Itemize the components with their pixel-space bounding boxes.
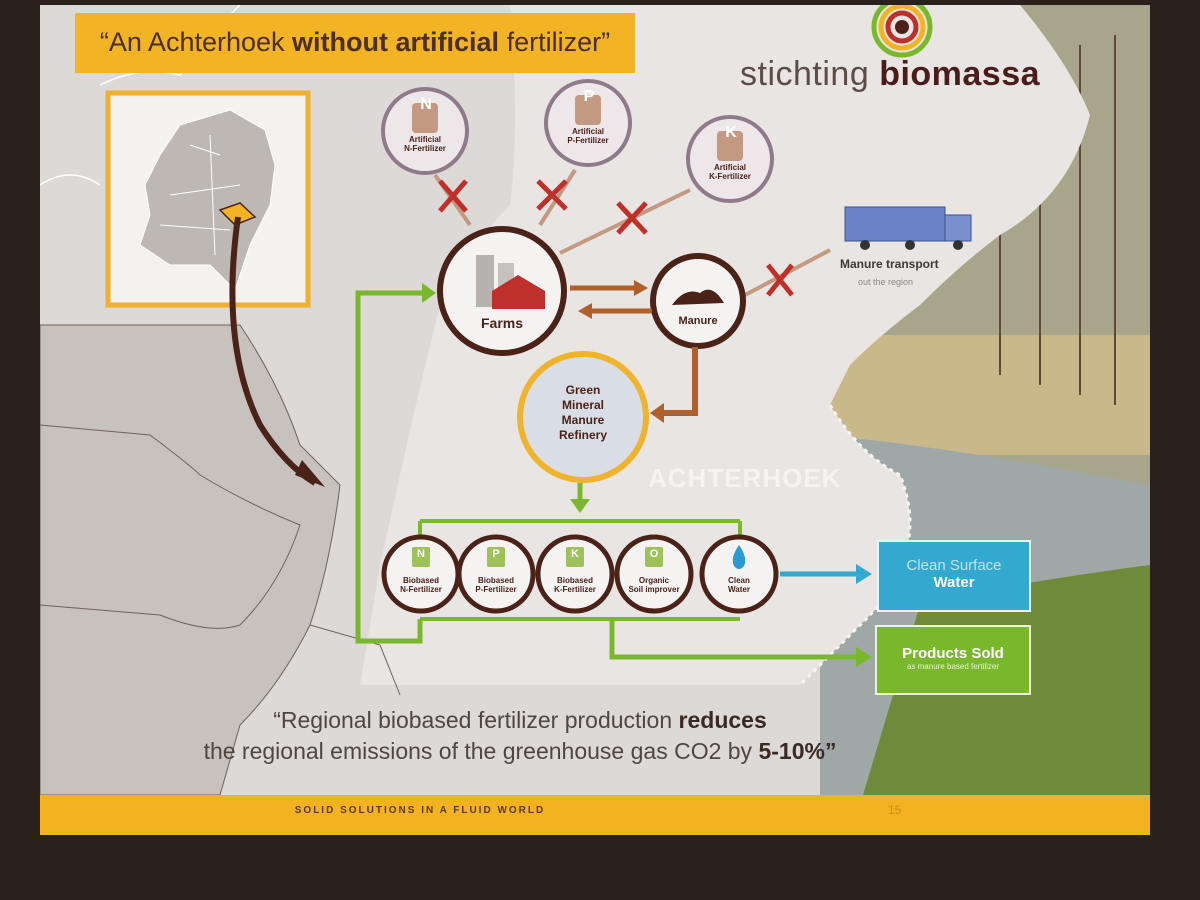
page-number: 15	[888, 803, 902, 817]
products-sold-line2: as manure based fertilizer	[906, 662, 1000, 671]
transport-label: Manure transport	[840, 257, 939, 271]
sold-arrow	[609, 619, 860, 660]
footer-text: SOLID SOLUTIONS IN A FLUID WORLD	[294, 805, 546, 816]
product-o-letter: O	[649, 548, 659, 560]
input-k-circle	[686, 115, 774, 203]
netherlands-mini-map	[105, 90, 311, 308]
input-n-letter: N	[420, 96, 432, 113]
slide-artwork	[40, 5, 1150, 805]
recycle-loop-arrow	[355, 290, 425, 644]
region-shape	[360, 5, 1090, 685]
farms-node	[437, 226, 567, 356]
transport-sublabel: out the region	[858, 277, 914, 287]
region-label: ACHTERHOEK	[648, 463, 842, 493]
products-bracket	[418, 519, 742, 621]
product-circles	[381, 534, 779, 614]
product-k-letter: K	[571, 548, 579, 560]
input-p-circle	[544, 79, 632, 167]
water-drop-icon	[732, 545, 746, 569]
clean-water-line2: Water	[933, 574, 975, 591]
manure-label: Manure	[678, 315, 718, 327]
footer-bar: SOLID SOLUTIONS IN A FLUID WORLD 15	[40, 795, 1150, 835]
farms-manure-arrows	[570, 280, 652, 319]
product-n-letter: N	[417, 548, 425, 560]
product-p-letter: P	[492, 548, 500, 560]
refinery-label: Green Mineral Manure Refinery	[558, 383, 608, 442]
quote: “Regional biobased fertilizer production…	[203, 707, 837, 764]
brand-logo-icon	[871, 5, 933, 58]
input-p-letter: P	[583, 88, 595, 105]
input-n-circle	[381, 87, 469, 175]
products-sold-box: Products Sold as manure based fertilizer	[875, 625, 1031, 695]
brand-bold: biomassa	[879, 55, 1041, 93]
input-k-letter: K	[725, 124, 737, 141]
slide-title: “An Achterhoek without artificial fertil…	[75, 27, 635, 58]
manure-node	[650, 253, 746, 349]
clean-water-line1: Clean Surface	[906, 557, 1002, 574]
mainland-map	[40, 324, 341, 796]
brand-name: stichting biomassa	[740, 55, 1040, 94]
truck-icon	[844, 206, 972, 250]
refinery-node	[517, 351, 649, 483]
farms-label: Farms	[480, 315, 524, 331]
title-bold: without artificial	[292, 27, 500, 57]
brand-regular: stichting	[740, 55, 870, 93]
clean-water-box: Clean Surface Water	[877, 540, 1031, 612]
zoom-arrow	[229, 216, 317, 486]
title-banner: “An Achterhoek without artificial fertil…	[75, 13, 635, 73]
title-suffix: fertilizer”	[506, 27, 611, 57]
cross-marks	[438, 179, 794, 297]
manure-refinery-arrow	[660, 347, 698, 416]
title-prefix: “An Achterhoek	[99, 27, 285, 57]
slide: “An Achterhoek without artificial fertil…	[40, 5, 1150, 835]
products-sold-line1: Products Sold	[902, 645, 1004, 662]
